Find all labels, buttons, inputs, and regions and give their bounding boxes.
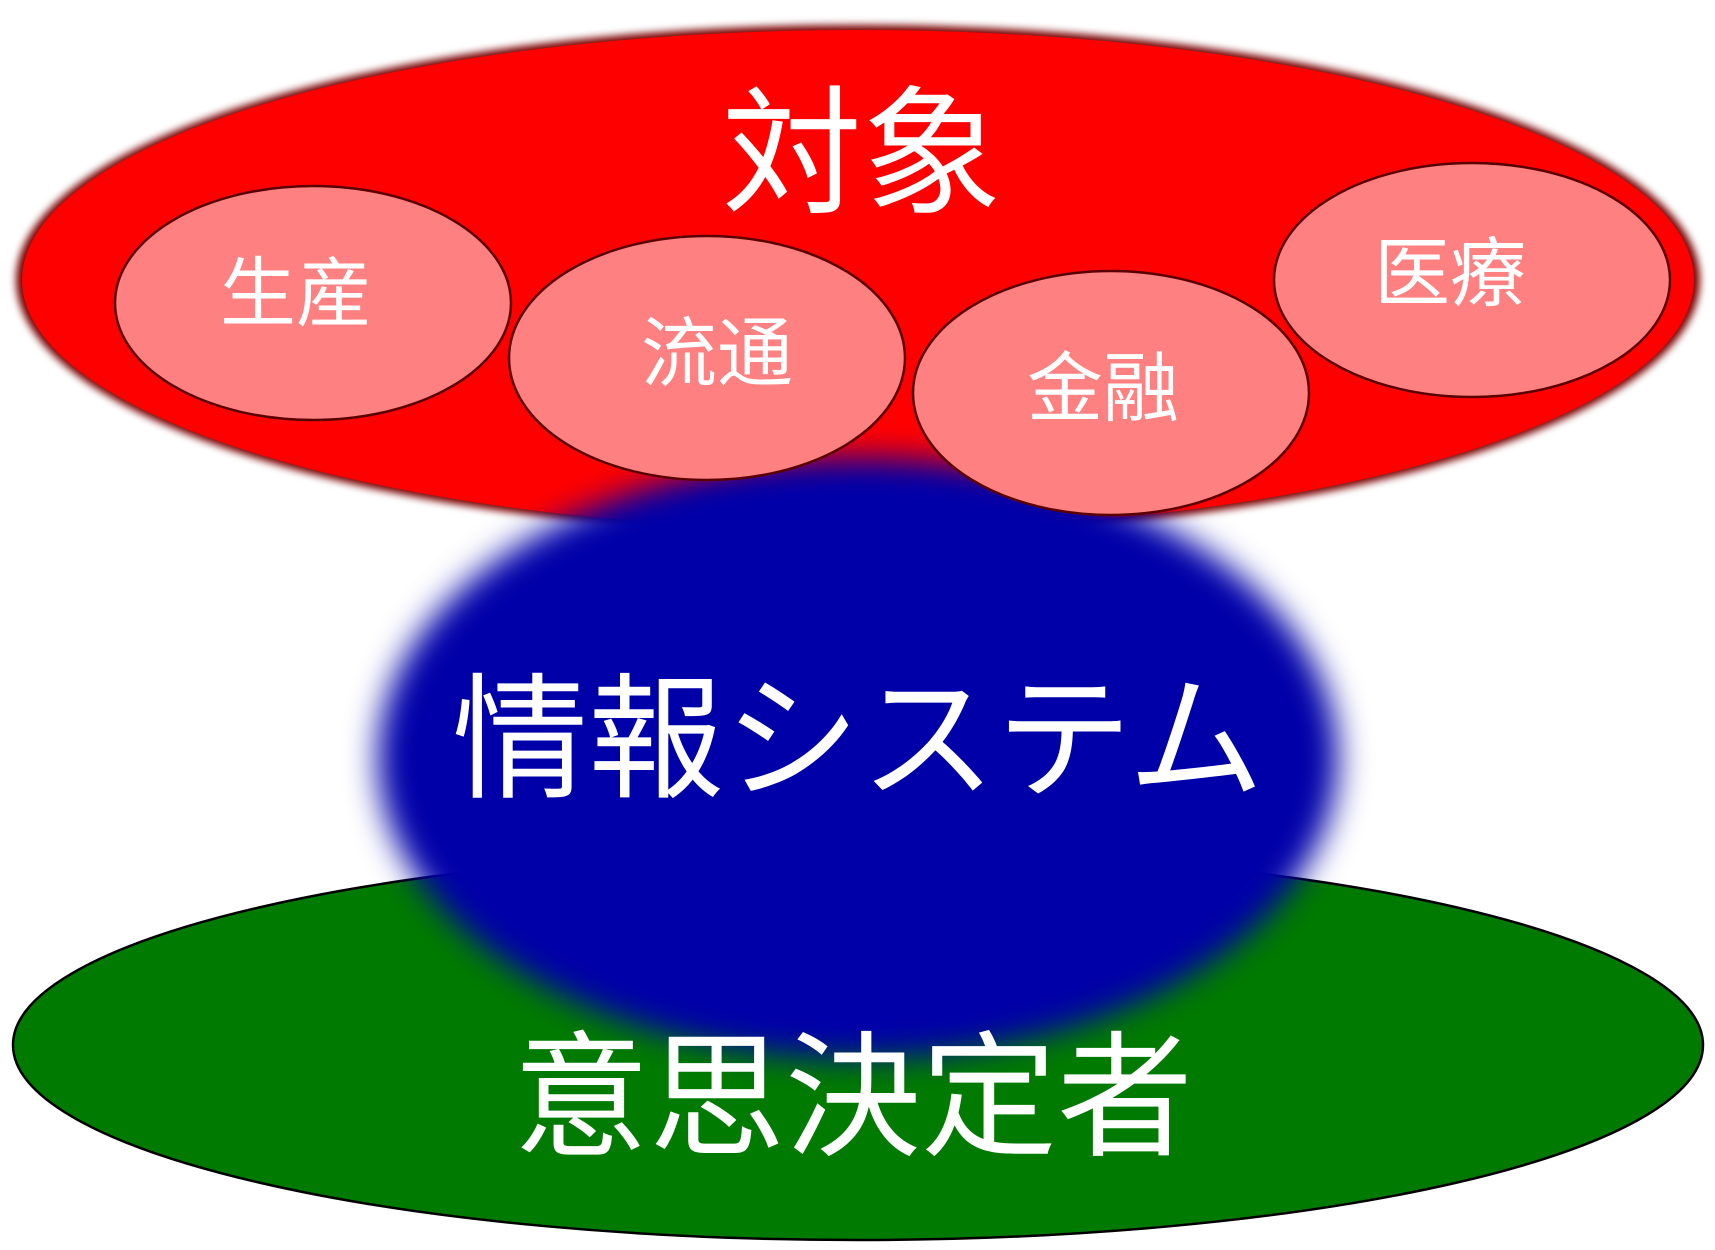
sector-finance-label: 金融 (1027, 344, 1179, 433)
sector-distribution-ellipse (507, 234, 907, 482)
sector-production-label: 生産 (220, 249, 372, 338)
system-ellipse (378, 458, 1338, 1058)
target-label: 対象 (722, 74, 1002, 237)
sector-production-ellipse (113, 184, 513, 422)
system-label: 情報システム (452, 662, 1264, 820)
sector-finance-ellipse (911, 269, 1311, 517)
sector-distribution-label: 流通 (641, 309, 793, 398)
sector-medical-ellipse (1272, 161, 1672, 399)
decision-maker-label: 意思決定者 (513, 1020, 1193, 1178)
sector-medical-label: 医療 (1374, 229, 1526, 318)
